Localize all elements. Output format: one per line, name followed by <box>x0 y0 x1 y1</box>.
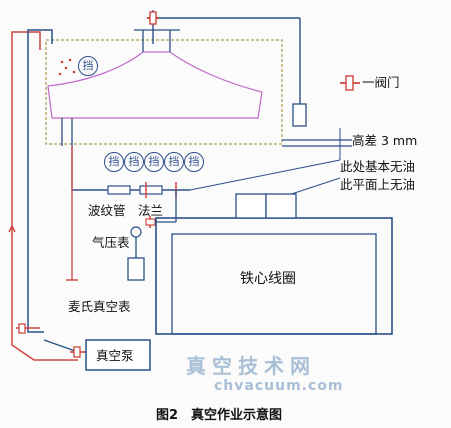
valve-legend-label: 一阀门 <box>362 75 400 90</box>
flange-segment <box>139 185 163 195</box>
filter-badge-2: 挡 <box>124 152 144 172</box>
pump-feed <box>43 339 79 353</box>
filter-badge-top: 挡 <box>78 56 98 76</box>
gauge-valve <box>145 216 156 228</box>
filter-badge-5: 挡 <box>184 152 204 172</box>
lid-box-2 <box>265 193 297 219</box>
flange-label: 法兰 <box>138 203 164 218</box>
mcleod-gauge-label: 麦氏真空表 <box>68 299 131 314</box>
bellows-label: 波纹管 <box>88 203 126 218</box>
oil-tank <box>45 39 283 145</box>
legend-valve <box>340 75 360 91</box>
watermark-en: chvacuum.com <box>214 378 344 394</box>
core-coil-label: 铁心线圈 <box>240 271 296 287</box>
level-gauge <box>292 103 307 127</box>
oil-drops <box>58 58 76 76</box>
pressure-gauge-dial <box>130 226 142 238</box>
height-diff-label: 高差 3 mm <box>352 133 418 148</box>
red-return-loop <box>11 31 78 361</box>
gauge-body <box>127 257 145 281</box>
transformer-inner <box>171 233 377 335</box>
pump-valve <box>70 346 86 358</box>
left-valve <box>16 323 40 334</box>
vacuum-pump-box <box>85 339 151 371</box>
filter-badge-4: 挡 <box>164 152 184 172</box>
blue-left-pipe <box>27 29 53 333</box>
lid-box-1 <box>235 193 267 219</box>
spray-hood <box>47 51 263 119</box>
no-oil-plane-label: 此平面上无油 <box>340 177 416 192</box>
figure-caption: 图2 真空作业示意图 <box>156 408 283 423</box>
vacuum-pump-label: 真空泵 <box>96 348 134 363</box>
red-arrow-up <box>8 224 16 233</box>
watermark-cn: 真空技术网 <box>186 354 316 378</box>
bellows-segment <box>107 185 131 195</box>
filter-badge-3: 挡 <box>144 152 164 172</box>
pointer-no-oil <box>189 159 341 191</box>
filter-badge-1: 挡 <box>104 152 124 172</box>
no-oil-here-label: 此处基本无油 <box>340 159 416 174</box>
pressure-gauge-label: 气压表 <box>92 235 130 250</box>
top-valve <box>147 11 159 25</box>
